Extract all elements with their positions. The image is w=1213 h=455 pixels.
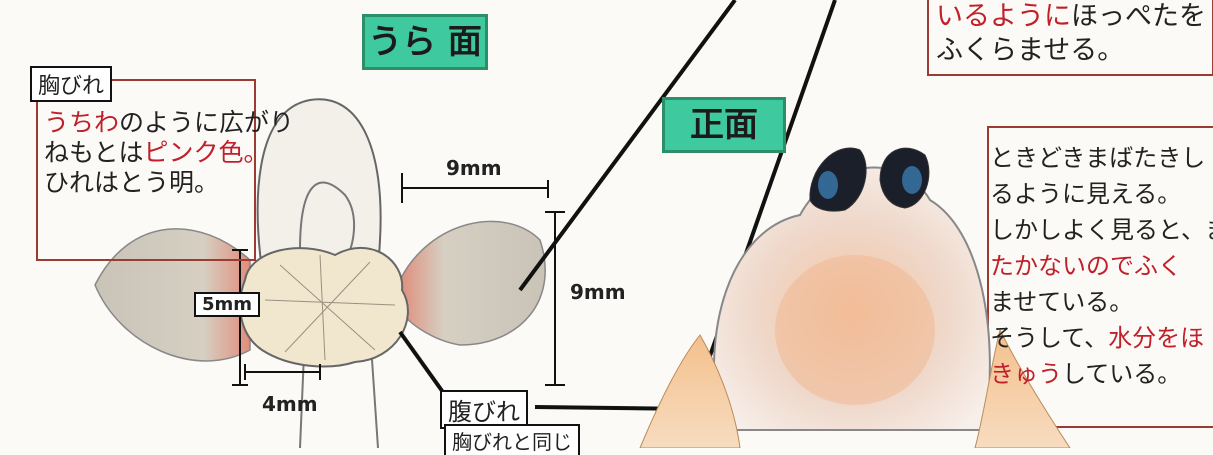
front-view-note: ときどきまばたきしるように見える。しかしよく見ると、またかないのでふくませている… bbox=[990, 140, 1213, 392]
pectoral-note-text: ひれはとう明。 bbox=[44, 168, 219, 197]
pectoral-note: うちわのように広がりねもとはピンク色。ひれはとう明。 bbox=[44, 108, 294, 198]
pectoral-note-text: ピンク色。 bbox=[144, 138, 269, 167]
pectoral-note-line: うちわのように広がり bbox=[44, 108, 294, 138]
pectoral-note-text: のように広がり bbox=[119, 108, 294, 137]
front-note-text: ませている。 bbox=[990, 288, 1133, 316]
front-note-line: るように見える。 bbox=[990, 176, 1213, 212]
top-note-text: ほっぺたを bbox=[1071, 1, 1206, 32]
front-note-line: ときどきまばたきし bbox=[990, 140, 1213, 176]
front-note-text: るように見える。 bbox=[990, 180, 1181, 208]
fin-height-label: 9mm bbox=[570, 280, 626, 304]
back-view-heading: うら 面 bbox=[362, 14, 488, 70]
pectoral-note-text: ねもとは bbox=[44, 138, 144, 167]
front-view-heading: 正面 bbox=[662, 97, 786, 153]
front-note-text: している。 bbox=[1062, 360, 1181, 388]
front-note-line: しかしよく見ると、ま bbox=[990, 212, 1213, 248]
top-note-line: いるようにほっぺたを bbox=[936, 0, 1206, 34]
front-note-text: きゅう bbox=[990, 360, 1062, 388]
pectoral-fin-tag: 胸びれ bbox=[30, 66, 112, 102]
pectoral-note-line: ねもとはピンク色。 bbox=[44, 138, 294, 168]
front-note-text: しかしよく見ると、ま bbox=[990, 216, 1213, 244]
front-note-text: そうして、 bbox=[990, 324, 1108, 352]
front-note-line: そうして、水分をほ bbox=[990, 320, 1213, 356]
front-note-text: ふく bbox=[1134, 252, 1182, 280]
front-note-text: たかないので bbox=[990, 252, 1134, 280]
top-note-text: いるように bbox=[936, 1, 1071, 32]
top-right-note: いるようにほっぺたをふくらませる。 bbox=[936, 0, 1206, 68]
top-note-text: ふくらませる。 bbox=[936, 35, 1124, 66]
body-width-label: 4mm bbox=[262, 392, 318, 416]
pelvic-fin-subnote: 胸びれと同じ bbox=[444, 424, 580, 455]
front-note-text: ときどきまばたきし bbox=[990, 144, 1205, 172]
pectoral-note-line: ひれはとう明。 bbox=[44, 168, 294, 198]
pectoral-note-text: うちわ bbox=[44, 108, 119, 137]
front-note-line: きゅうしている。 bbox=[990, 356, 1213, 392]
fin-width-label: 9mm bbox=[446, 156, 502, 180]
front-note-line: たかないのでふく bbox=[990, 248, 1213, 284]
front-note-text: 水分をほ bbox=[1108, 324, 1204, 352]
pelvic-width-label: 5mm bbox=[194, 292, 260, 317]
front-note-line: ませている。 bbox=[990, 284, 1213, 320]
top-note-line: ふくらませる。 bbox=[936, 34, 1206, 68]
